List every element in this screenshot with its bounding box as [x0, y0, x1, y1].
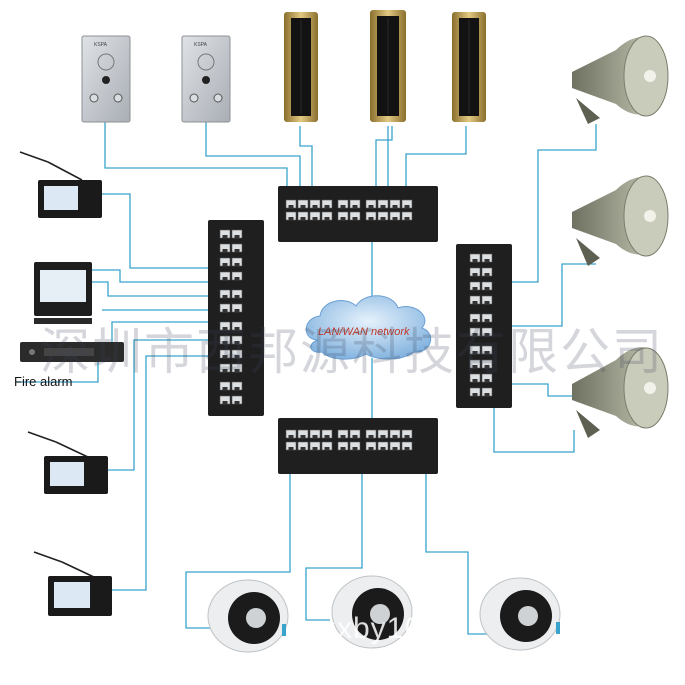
paging-microphone-icon — [27, 431, 108, 494]
ceiling-speaker-icon — [207, 579, 289, 653]
pc-host-icon — [34, 262, 92, 324]
cables — [16, 122, 597, 635]
panel-brand-label: KSPA — [194, 42, 208, 48]
intercom-panel-icon: KSPA — [81, 35, 131, 123]
switch-top — [278, 186, 438, 242]
column-speaker-icon — [452, 12, 486, 122]
ceiling-speaker-icon — [331, 575, 413, 649]
fire-alarm-label: Fire alarm — [14, 374, 73, 389]
ceiling-speaker-icon — [479, 577, 561, 651]
horn-speaker-icon — [572, 35, 669, 124]
amplifier-icon — [20, 342, 124, 362]
horn-speaker-icon — [572, 347, 669, 438]
switch-right — [456, 244, 512, 408]
network-label: LAN/WAN network — [318, 326, 410, 338]
switch-left — [208, 220, 264, 416]
switch-bottom — [278, 418, 438, 474]
column-speaker-icon — [370, 10, 406, 122]
panel-brand-label: KSPA — [94, 42, 108, 48]
horn-speaker-icon — [572, 175, 669, 266]
column-speaker-icon — [284, 12, 318, 122]
paging-microphone-icon — [33, 551, 112, 616]
intercom-panel-icon: KSPA — [181, 35, 231, 123]
paging-microphone-icon — [19, 151, 102, 218]
network-cloud — [305, 295, 432, 360]
watermark-company: 深圳市西邦源科技有限公司 — [40, 323, 664, 381]
watermark-id: szxby1688 — [305, 612, 458, 645]
